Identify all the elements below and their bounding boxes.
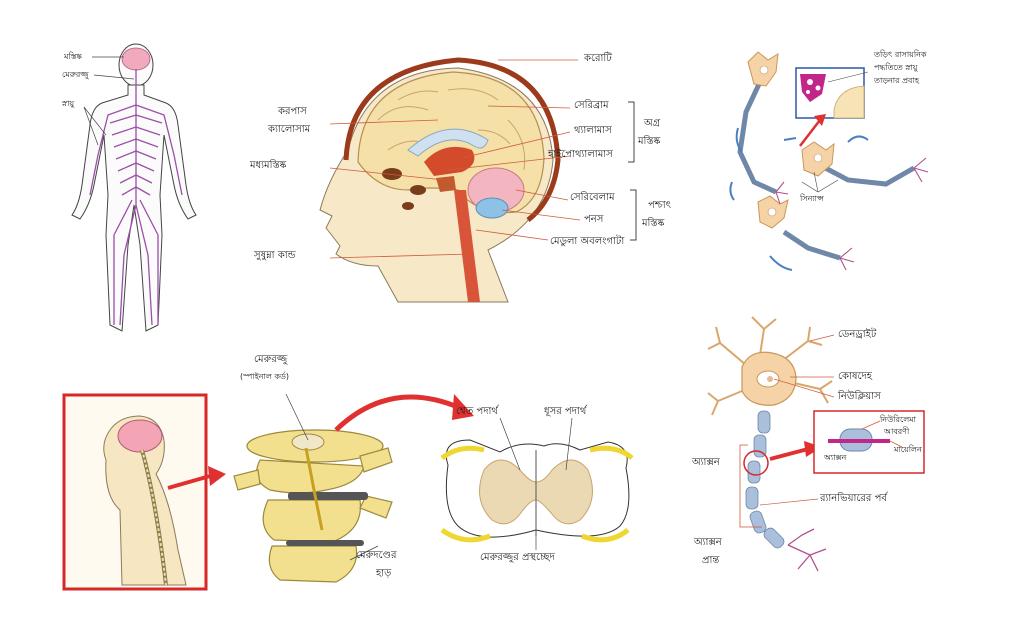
- label-white-matter: শ্বেত পদার্থ: [456, 406, 498, 417]
- label-axon-inset: অ্যাক্সন: [824, 453, 847, 462]
- label-nucleus: নিউক্লিয়াস: [838, 391, 881, 402]
- label-transmission-1: তড়িৎ রাসায়নিক: [874, 50, 927, 59]
- label-ranvier: র‍্যানভিয়ারের পর্ব: [820, 493, 887, 504]
- neuron-panel: ডেনড্রাইট কোষদেহ নিউক্লিয়াস নিউরিলেমা আ…: [690, 305, 958, 595]
- label-forebrain-2: মস্তিষ্ক: [638, 136, 661, 147]
- label-cerebrum: সেরিব্রাম: [574, 100, 609, 111]
- label-neurilemma-2: আবরণী: [884, 427, 910, 436]
- label-hypothalamus: হাইপোথ্যালামাস: [548, 149, 613, 160]
- label-synapse: সিন্যাপ্স: [800, 194, 824, 203]
- label-axon-end-1: অ্যাক্সন: [694, 537, 722, 548]
- label-cell-body: কোষদেহ: [838, 371, 872, 382]
- label-vertebra-2: হাড়: [376, 568, 392, 579]
- label-skull: করোটি: [584, 53, 612, 64]
- label-corpus-callosum-2: ক্যালোসাম: [268, 124, 311, 135]
- label-nerve: স্নায়ু: [62, 99, 75, 108]
- label-corpus-callosum-1: করপাস: [278, 106, 307, 117]
- synapse-panel: তড়িৎ রাসায়নিক পদ্ধতিতে স্নায়ু তাড়নার…: [718, 32, 958, 277]
- label-myelin: মায়েলিন: [894, 445, 922, 454]
- label-spinal-cord-sub: (স্পাইনাল কর্ড): [240, 372, 289, 381]
- body-panel: মস্তিষ্ক মেরুরজ্জু স্নায়ু: [62, 35, 217, 340]
- spine-panel: মেরুরজ্জু (স্পাইনাল কর্ড) শ্বেত পদার্থ ধ…: [60, 350, 645, 591]
- neuron-diagram: [707, 316, 925, 572]
- label-axon: অ্যাক্সন: [692, 457, 720, 468]
- label-brain: মস্তিষ্ক: [64, 52, 82, 61]
- label-cross-section: মেরুরজ্জুর প্রস্থচ্ছেদ: [480, 552, 555, 563]
- label-vertebra-1: মেরুদণ্ডের: [356, 550, 397, 561]
- label-brainstem: সুষুম্না কান্ড: [254, 250, 296, 261]
- label-forebrain-1: অগ্র: [644, 118, 661, 129]
- label-spinal-cord: মেরুরজ্জু: [62, 70, 89, 79]
- body-figure: [71, 43, 197, 332]
- label-thalamus: থ্যালামাস: [574, 125, 612, 136]
- label-medulla: মেডুলা অবলংগাটা: [550, 236, 625, 247]
- label-hindbrain-1: পশ্চাৎ: [648, 200, 671, 211]
- synapse-diagram: [729, 51, 929, 271]
- spine-diagram: [62, 393, 634, 591]
- label-hindbrain-2: মস্তিষ্ক: [642, 218, 665, 229]
- label-axon-end-2: প্রান্ত: [702, 555, 720, 566]
- label-dendrite: ডেনড্রাইট: [838, 329, 877, 340]
- label-neurilemma-1: নিউরিলেমা: [880, 415, 916, 424]
- label-transmission-3: তাড়নার প্রবাহ: [874, 76, 920, 85]
- label-cerebellum: সেরিবেলাম: [570, 192, 615, 203]
- label-grey-matter: ধূসর পদার্থ: [544, 406, 587, 417]
- label-midbrain: মধ্যমস্তিষ্ক: [250, 160, 287, 171]
- brain-diagram: [319, 57, 637, 303]
- label-spinal-cord-top: মেরুরজ্জু: [254, 354, 288, 365]
- label-transmission-2: পদ্ধতিতে স্নায়ু: [874, 63, 918, 72]
- label-pons: পনস: [584, 214, 604, 225]
- brain-panel: করোটি করপাস ক্যালোসাম সেরিব্রাম থ্যালামা…: [248, 40, 700, 303]
